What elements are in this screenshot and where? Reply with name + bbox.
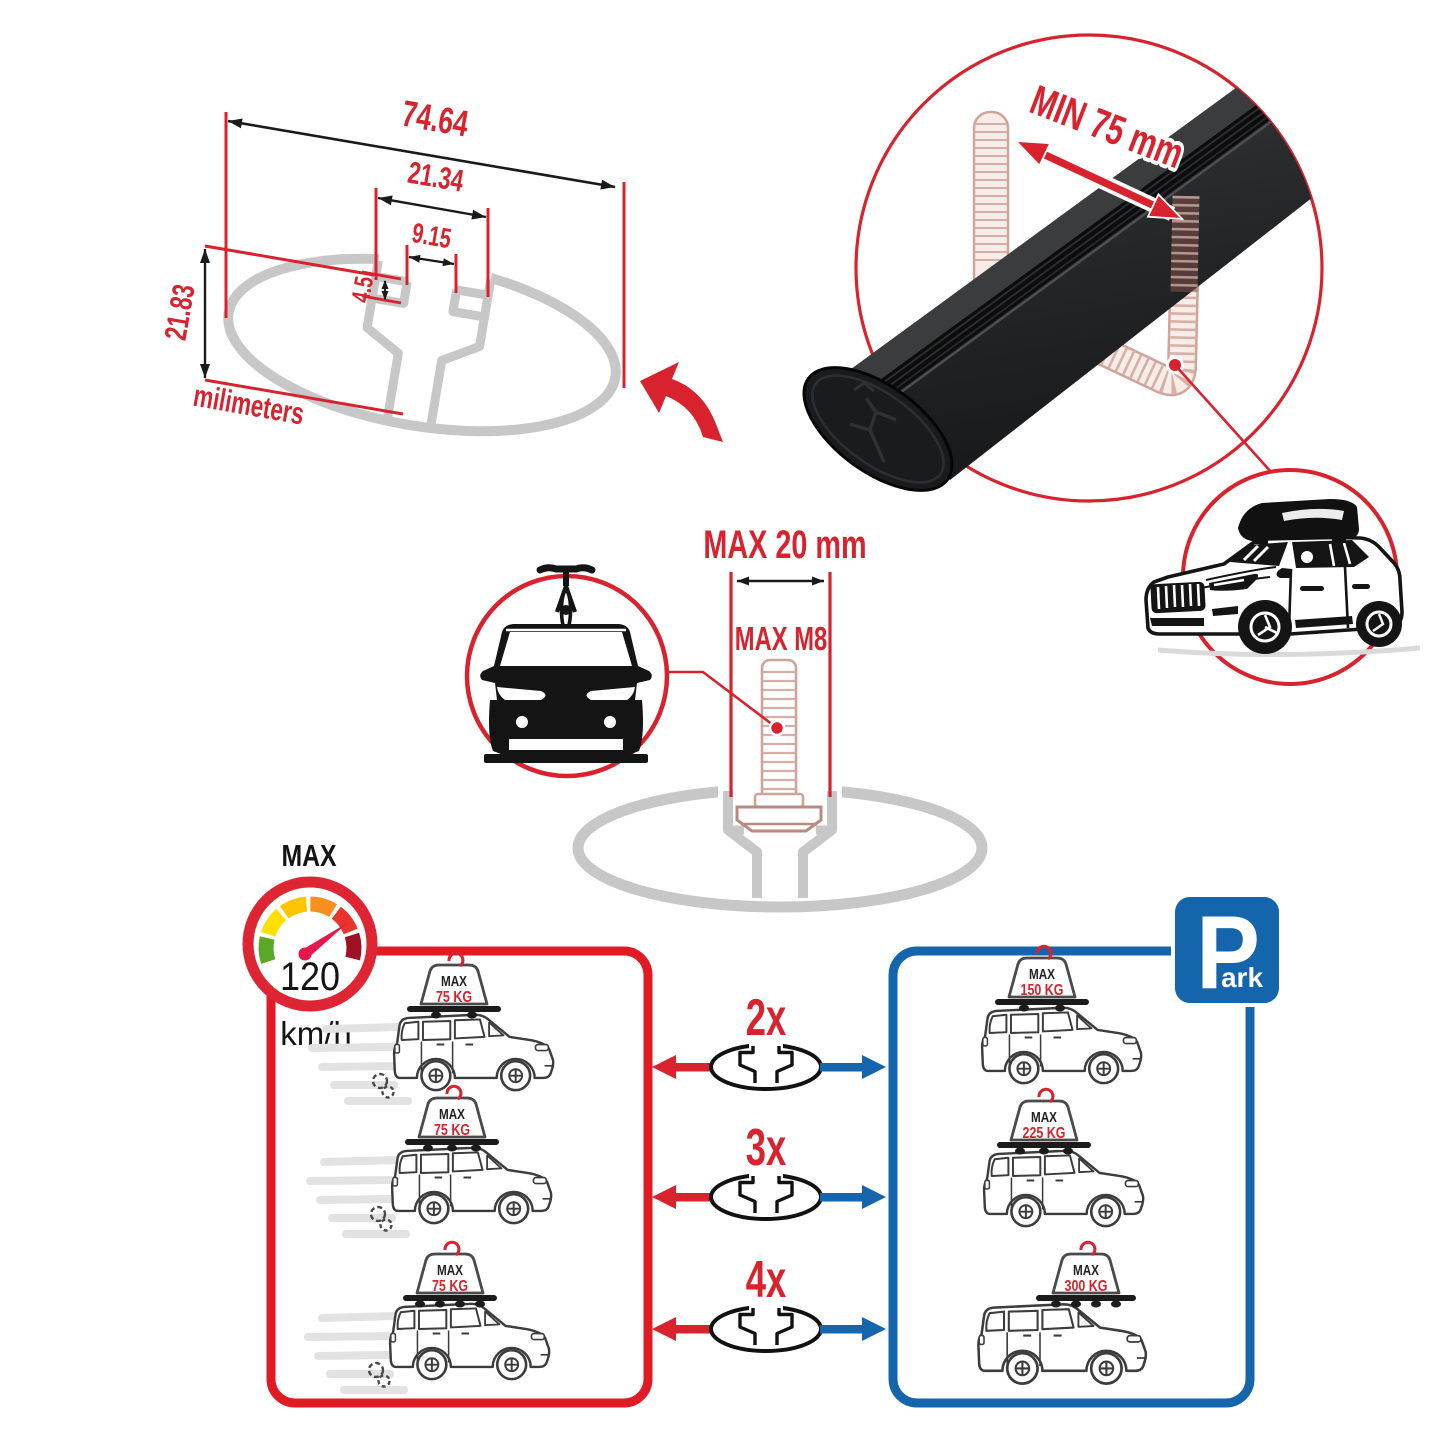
gauge-title: MAX <box>281 838 336 872</box>
load-max-label: MAX <box>1029 966 1055 983</box>
dim-overall-width-value: 74.64 <box>399 92 472 144</box>
qty-row-3x: 3x <box>652 1117 886 1221</box>
bike-icon <box>536 564 596 632</box>
park-sign: P ark <box>1171 893 1283 1011</box>
load-max-label: MAX <box>439 1106 465 1123</box>
dim-overall-height: 21.83 <box>158 244 404 416</box>
zoom-circle <box>854 33 1324 503</box>
qty-label-2x: 2x <box>746 987 787 1046</box>
min-clamp-arrow <box>1013 139 1185 221</box>
u-bolt-overlay <box>1170 195 1200 293</box>
roof-load-4: MAX 150 KG <box>995 944 1089 1012</box>
load-weight: 75 KG <box>436 989 472 1007</box>
suv-roofbox-callout <box>1144 468 1421 686</box>
dim-slot-width-value: 9.15 <box>410 218 454 255</box>
parking-car-2: MAX 225 KG <box>982 1087 1145 1228</box>
roof-load-1: MAX 75 KG <box>407 951 501 1019</box>
gauge-needle <box>302 922 349 959</box>
roof-load-6: MAX 300 KG <box>1036 1240 1136 1308</box>
profile-dimension-drawing: 74.64 21.34 9.15 4.5 21.83 milimeters <box>158 92 723 442</box>
bolt-spec-diagram: MAX 20 mm MAX M8 <box>572 522 988 913</box>
bike-car-callout <box>464 564 670 779</box>
driving-car-3: MAX 75 KG <box>308 1240 551 1390</box>
roof-load-5: MAX 225 KG <box>997 1087 1091 1155</box>
load-max-label: MAX <box>437 1262 463 1279</box>
car-front-icon <box>480 624 652 763</box>
gauge-arc <box>258 896 362 964</box>
qty-label-4x: 4x <box>746 1249 787 1308</box>
load-weight: 75 KG <box>432 1278 468 1296</box>
gauge-value: 120 <box>280 955 340 999</box>
park-sign-ark: ark <box>1221 962 1263 993</box>
leader-to-bolt <box>667 670 778 730</box>
max-thread-label: MAX M8 <box>735 621 827 658</box>
bolt-icon <box>735 658 823 833</box>
load-weight: 300 KG <box>1065 1278 1108 1296</box>
load-max-label: MAX <box>441 973 467 990</box>
qty-row-4x: 4x <box>652 1249 886 1353</box>
driving-car-2: MAX 75 KG <box>310 1084 553 1234</box>
load-weight: 150 KG <box>1021 982 1064 1000</box>
load-max-label: MAX <box>1031 1109 1057 1126</box>
dim-channel-width: 21.34 <box>374 155 490 297</box>
dim-slot-depth-value: 4.5 <box>345 274 379 305</box>
suv-roofbox-icon <box>1144 499 1421 658</box>
park-sign-p: P <box>1196 895 1260 1011</box>
roof-load-3: MAX 75 KG <box>403 1240 497 1308</box>
driving-car-1: MAX 75 KG <box>312 951 555 1101</box>
crossbar-render <box>802 47 1322 492</box>
dim-max-bolt-width <box>729 572 832 797</box>
max-bolt-width-label: MAX 20 mm <box>703 522 866 567</box>
zoom-arrow <box>640 362 723 442</box>
load-max-label: MAX <box>1073 1262 1099 1279</box>
parking-car-1: MAX 150 KG <box>980 944 1143 1085</box>
dim-slot-depth: 4.5 <box>345 270 402 305</box>
dim-slot-width: 9.15 <box>405 218 458 293</box>
speed-gauge: MAX 120 km/h <box>242 838 378 1052</box>
qty-label-3x: 3x <box>746 1117 787 1176</box>
qty-row-2x: 2x <box>652 987 886 1091</box>
bar-zoom-callout: MIN 75 mm <box>802 33 1324 503</box>
dim-overall-height-value: 21.83 <box>158 282 202 343</box>
load-weight: 225 KG <box>1023 1125 1066 1143</box>
leader-to-suv <box>1174 364 1273 474</box>
parking-car-3: MAX 300 KG <box>977 1240 1148 1385</box>
load-weight: 75 KG <box>434 1122 470 1140</box>
dim-channel-width-value: 21.34 <box>405 155 466 199</box>
roof-load-2: MAX 75 KG <box>405 1084 499 1152</box>
bolt-point-dot <box>768 719 786 737</box>
